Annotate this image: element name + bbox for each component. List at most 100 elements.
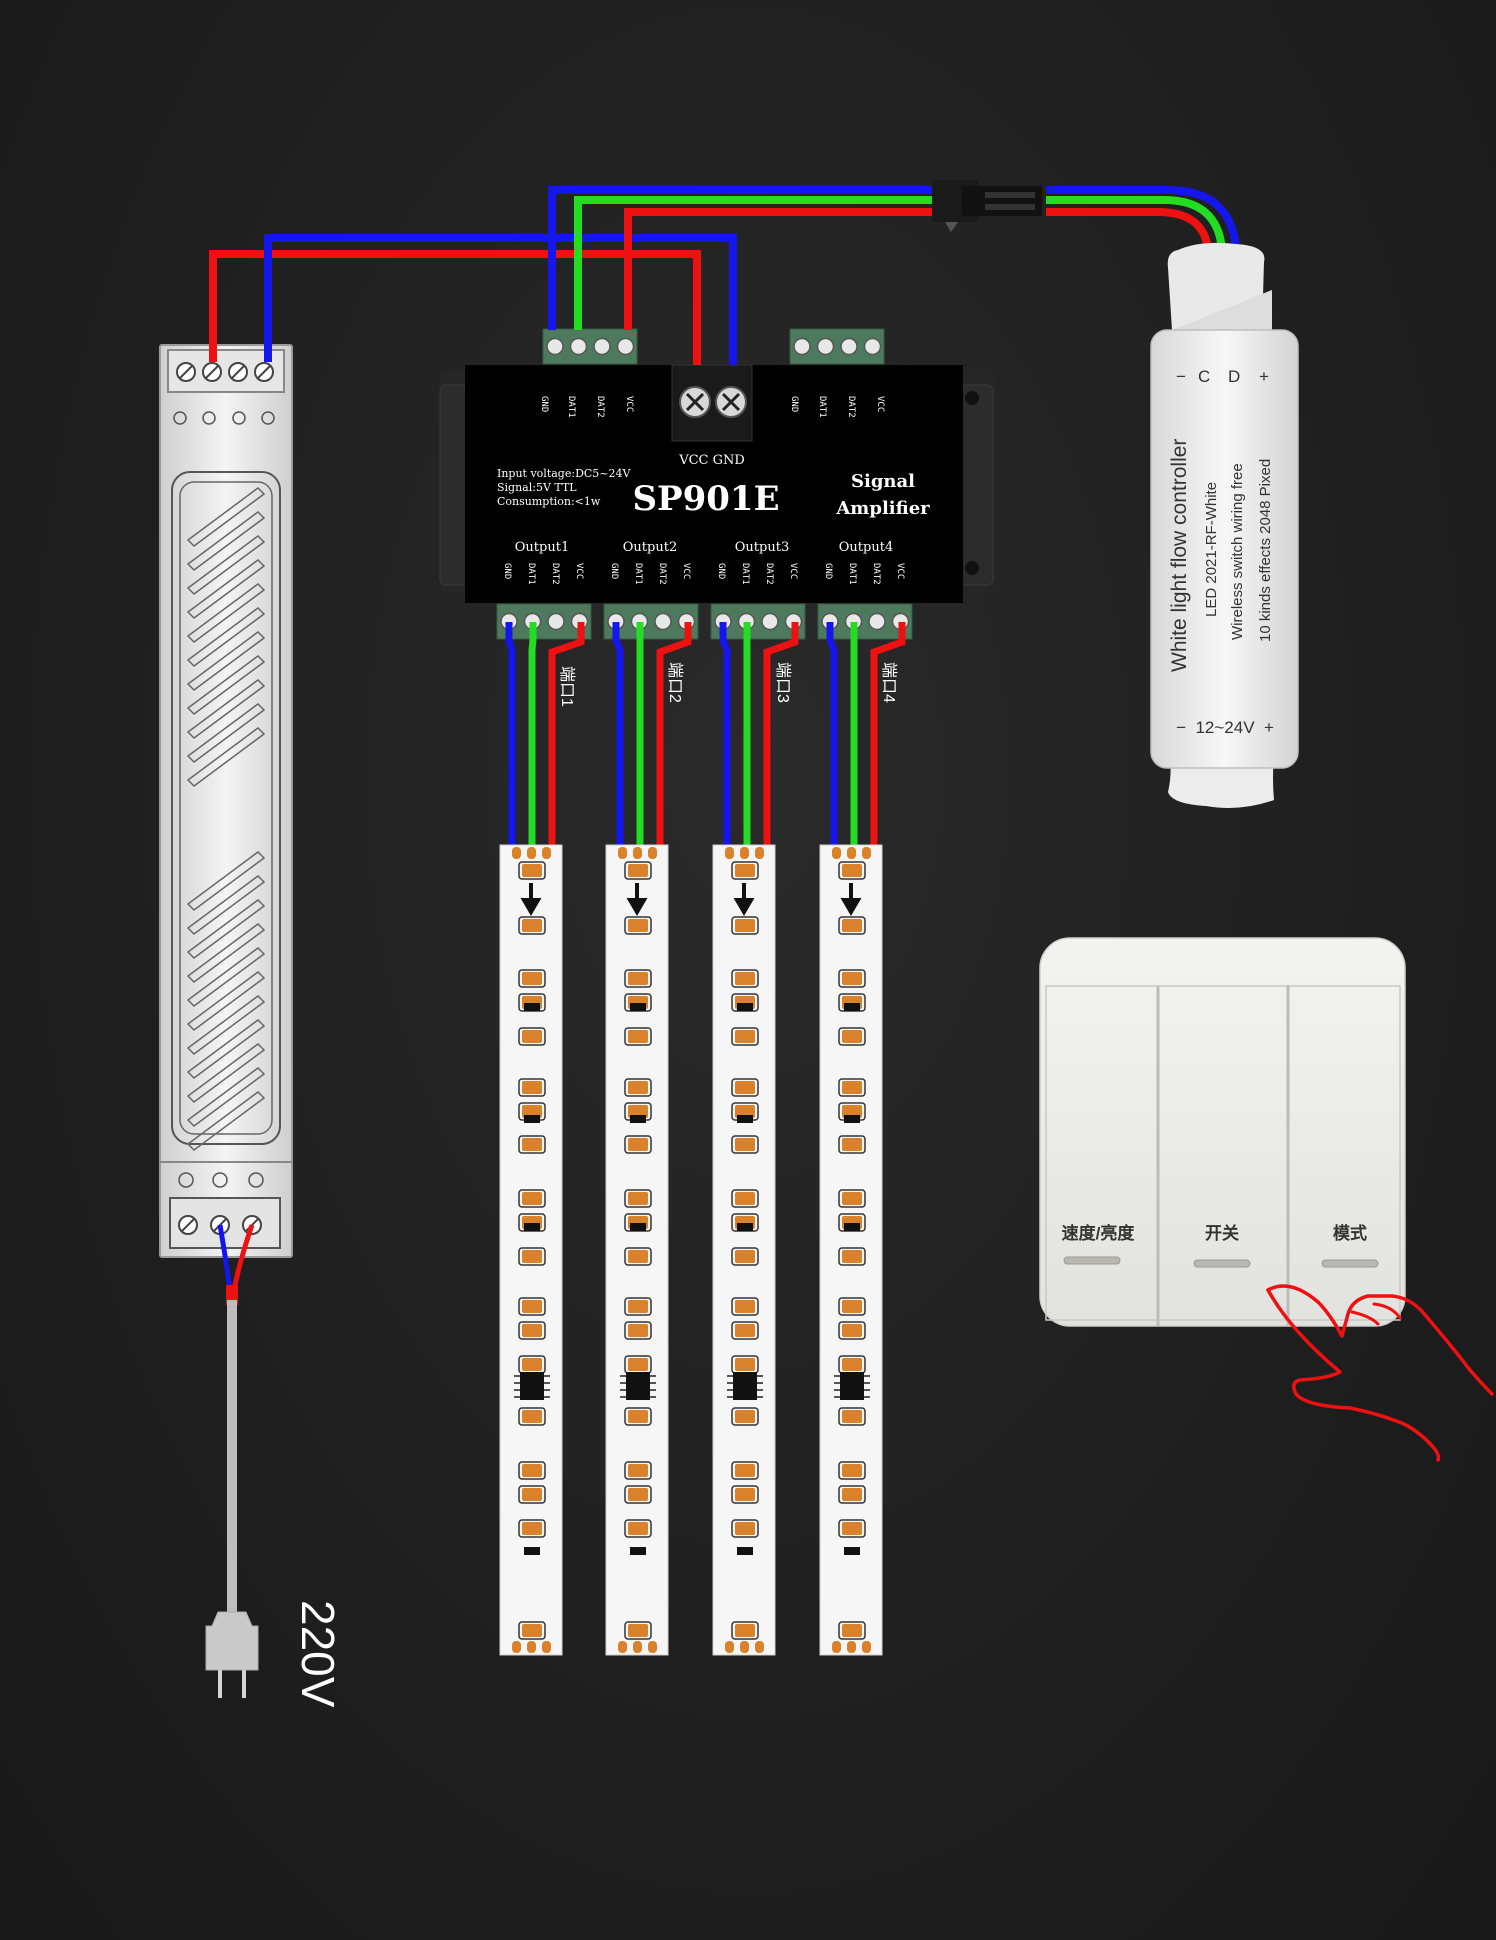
led-strip: [712, 844, 776, 1656]
led-chip: [628, 1624, 648, 1637]
terminal-screw: [863, 337, 882, 356]
led-chip: [628, 1192, 648, 1205]
led-outline: [838, 1519, 866, 1538]
led-chip: [522, 1192, 542, 1205]
controller-effects-line: 10 kinds effects 2048 Pixed: [1257, 459, 1274, 642]
led-outline: [624, 1189, 652, 1208]
power-input-screws: [679, 386, 747, 418]
output-wire-set: [826, 622, 906, 848]
switch-button-power[interactable]: 开关: [1193, 1223, 1251, 1268]
led-outline: [518, 861, 546, 880]
vent-slot: [186, 631, 266, 691]
led-chip: [628, 1410, 648, 1423]
amplifier-subtitle-line2: Amplifier: [835, 498, 930, 519]
port-label-2: 端口2: [666, 662, 684, 703]
terminal-screw: [593, 337, 611, 356]
led-chip: [735, 1624, 755, 1637]
wire-red: [548, 622, 585, 848]
led-chip: [842, 1358, 862, 1371]
led-outline: [731, 1297, 759, 1316]
mains-cable: [205, 1224, 259, 1698]
input-pin-label: DAT2: [595, 396, 605, 418]
led-chip: [522, 1081, 542, 1094]
led-outline: [838, 1078, 866, 1097]
led-chip: [842, 1192, 862, 1205]
wire-blue: [719, 622, 731, 848]
output-pin-label: DAT1: [740, 563, 750, 585]
led-chip: [735, 919, 755, 932]
led-chip: [842, 1030, 862, 1043]
led-chip: [735, 1358, 755, 1371]
switch-button-speed-brightness[interactable]: 速度/亮度: [1062, 1223, 1136, 1265]
solder-pad: [862, 847, 871, 859]
solder-pad: [542, 1641, 551, 1653]
led-chip: [735, 1324, 755, 1337]
led-outline: [838, 1135, 866, 1154]
led-chip: [522, 1522, 542, 1535]
led-chip: [735, 972, 755, 985]
terminal-block: [603, 603, 699, 640]
vent-slot: [186, 995, 266, 1055]
led-outline: [731, 1407, 759, 1426]
led-chip: [735, 1300, 755, 1313]
led-chip: [522, 1105, 542, 1118]
input-pin-label: DAT1: [566, 396, 576, 418]
led-outline: [624, 1078, 652, 1097]
led-strip: [499, 844, 563, 1656]
led-outline: [518, 969, 546, 988]
solder-pad: [527, 1641, 536, 1653]
output-pin-label: VCC: [574, 563, 584, 579]
led-outline: [624, 1321, 652, 1340]
solder-pad: [862, 1641, 871, 1653]
led-outline: [624, 1297, 652, 1316]
port-labels: 端口1 端口2 端口3 端口4: [558, 662, 898, 707]
solder-pad: [847, 847, 856, 859]
led-chip: [735, 1030, 755, 1043]
led-outline: [731, 1189, 759, 1208]
output-pin-label: GND: [716, 563, 726, 579]
output-label-3: Output3: [735, 540, 789, 555]
led-outline: [518, 1519, 546, 1538]
terminal-block: [496, 603, 592, 640]
arrow-down-icon: [626, 883, 648, 916]
led-chip: [628, 919, 648, 932]
output-pin-label: DAT2: [657, 563, 667, 585]
controller-feature-line: Wireless switch wiring free: [1229, 463, 1246, 640]
led-outline: [731, 1247, 759, 1266]
resistor: [737, 1003, 753, 1011]
signal-amplifier: VCC GND Input voltage:DC5~24V Signal:5V …: [439, 364, 996, 603]
led-outline: [518, 1135, 546, 1154]
vent-slot: [186, 679, 266, 739]
led-chip: [735, 1250, 755, 1263]
controller-title: White light flow controller: [1168, 439, 1191, 672]
led-outline: [624, 1461, 652, 1480]
led-outline: [624, 1407, 652, 1426]
ic-chip: [626, 1372, 650, 1400]
solder-pad: [832, 1641, 841, 1653]
resistor: [844, 1547, 860, 1555]
resistor: [630, 1115, 646, 1123]
mains-voltage-label: 220V: [292, 1600, 344, 1708]
switch-button-mode[interactable]: 模式: [1321, 1223, 1379, 1268]
input-pins-right: GND DAT1 DAT2 VCC: [789, 396, 885, 418]
ic-chip: [840, 1372, 864, 1400]
led-outline: [838, 1485, 866, 1504]
terminal-screw: [546, 337, 564, 356]
solder-pad: [832, 847, 841, 859]
led-outline: [838, 969, 866, 988]
led-outline: [731, 1321, 759, 1340]
input-pins-left: GND DAT1 DAT2 VCC: [539, 396, 634, 418]
vent-slot: [186, 971, 266, 1031]
resistor: [630, 1003, 646, 1011]
led-chip: [522, 1410, 542, 1423]
vent-slot: [186, 559, 266, 619]
led-chip: [735, 1138, 755, 1151]
terminal-blocks: [496, 328, 913, 640]
resistor: [630, 1223, 646, 1231]
led-chip: [842, 919, 862, 932]
power-input-label: VCC GND: [678, 453, 745, 468]
wire-blue: [826, 622, 838, 848]
vent-slot: [186, 583, 266, 643]
solder-pad: [542, 847, 551, 859]
